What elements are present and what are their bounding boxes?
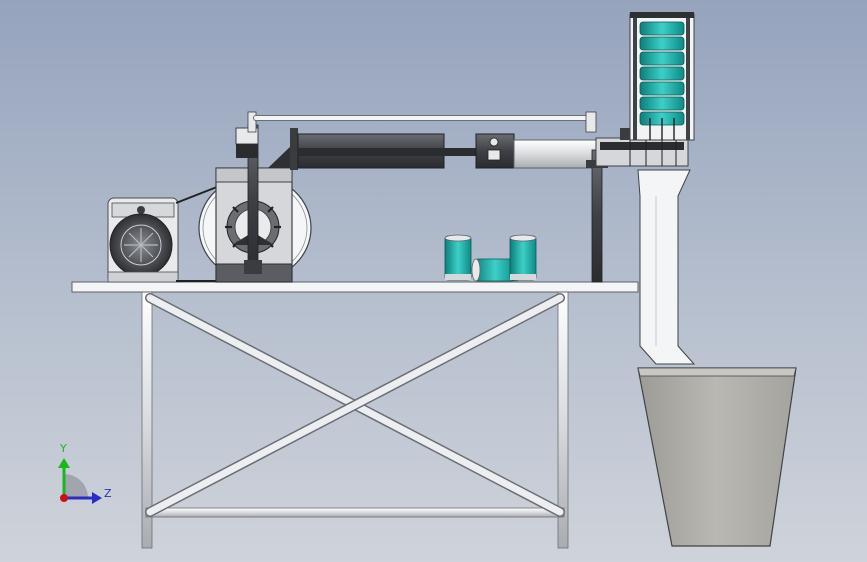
gearbox-housing[interactable] [215,124,293,283]
origin-point [60,494,68,502]
view-orientation-triad[interactable] [58,458,102,504]
stacked-cans [639,21,685,126]
z-axis-label: Z [104,487,112,500]
cylinder-mount [290,128,298,170]
can-magazine[interactable] [629,12,695,141]
support-post [586,149,608,283]
table-frame [71,281,639,549]
can-upright-left[interactable] [444,234,472,281]
pneumatic-cylinder[interactable] [297,133,597,169]
crank-arm[interactable] [235,111,597,158]
electric-motor[interactable] [107,197,179,283]
discharge-chute[interactable] [637,169,696,365]
can-upright-right[interactable] [509,234,537,281]
collection-bin[interactable] [637,367,797,547]
y-axis-label: Y [60,442,67,455]
